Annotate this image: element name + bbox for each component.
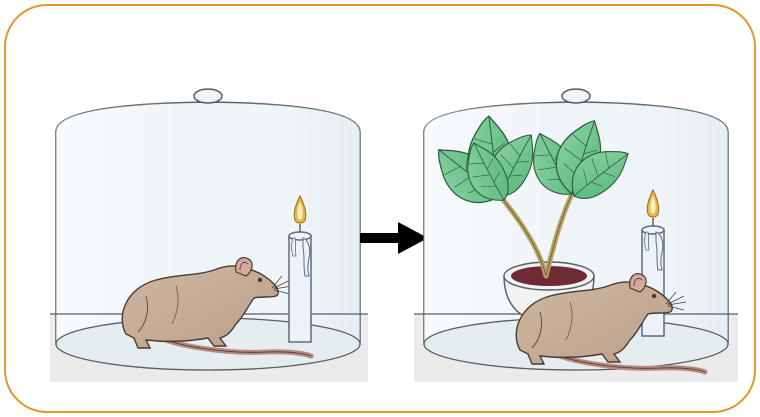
jar-knob-right [562,89,590,103]
jar-knob-left [194,89,222,103]
arrow-right-icon [360,222,428,254]
